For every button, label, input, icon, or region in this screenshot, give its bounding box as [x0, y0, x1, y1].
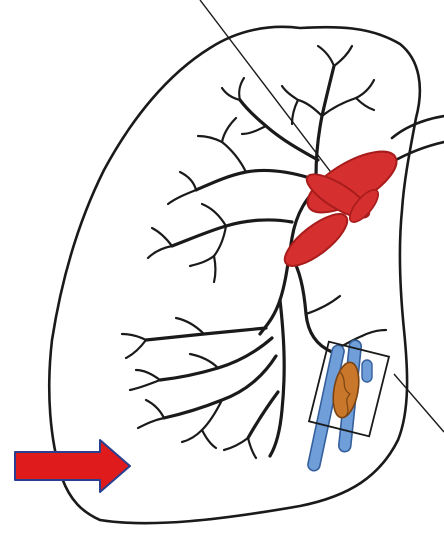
hilum-contour-lower	[392, 142, 444, 162]
right-arrow-icon	[15, 440, 130, 492]
pulmonary-artery-group	[277, 140, 405, 275]
hilum-contour	[392, 116, 444, 138]
leader-line-right	[394, 374, 444, 432]
pulmonary-vein-stub	[362, 360, 372, 382]
pulmonary-artery-lower	[277, 206, 354, 275]
